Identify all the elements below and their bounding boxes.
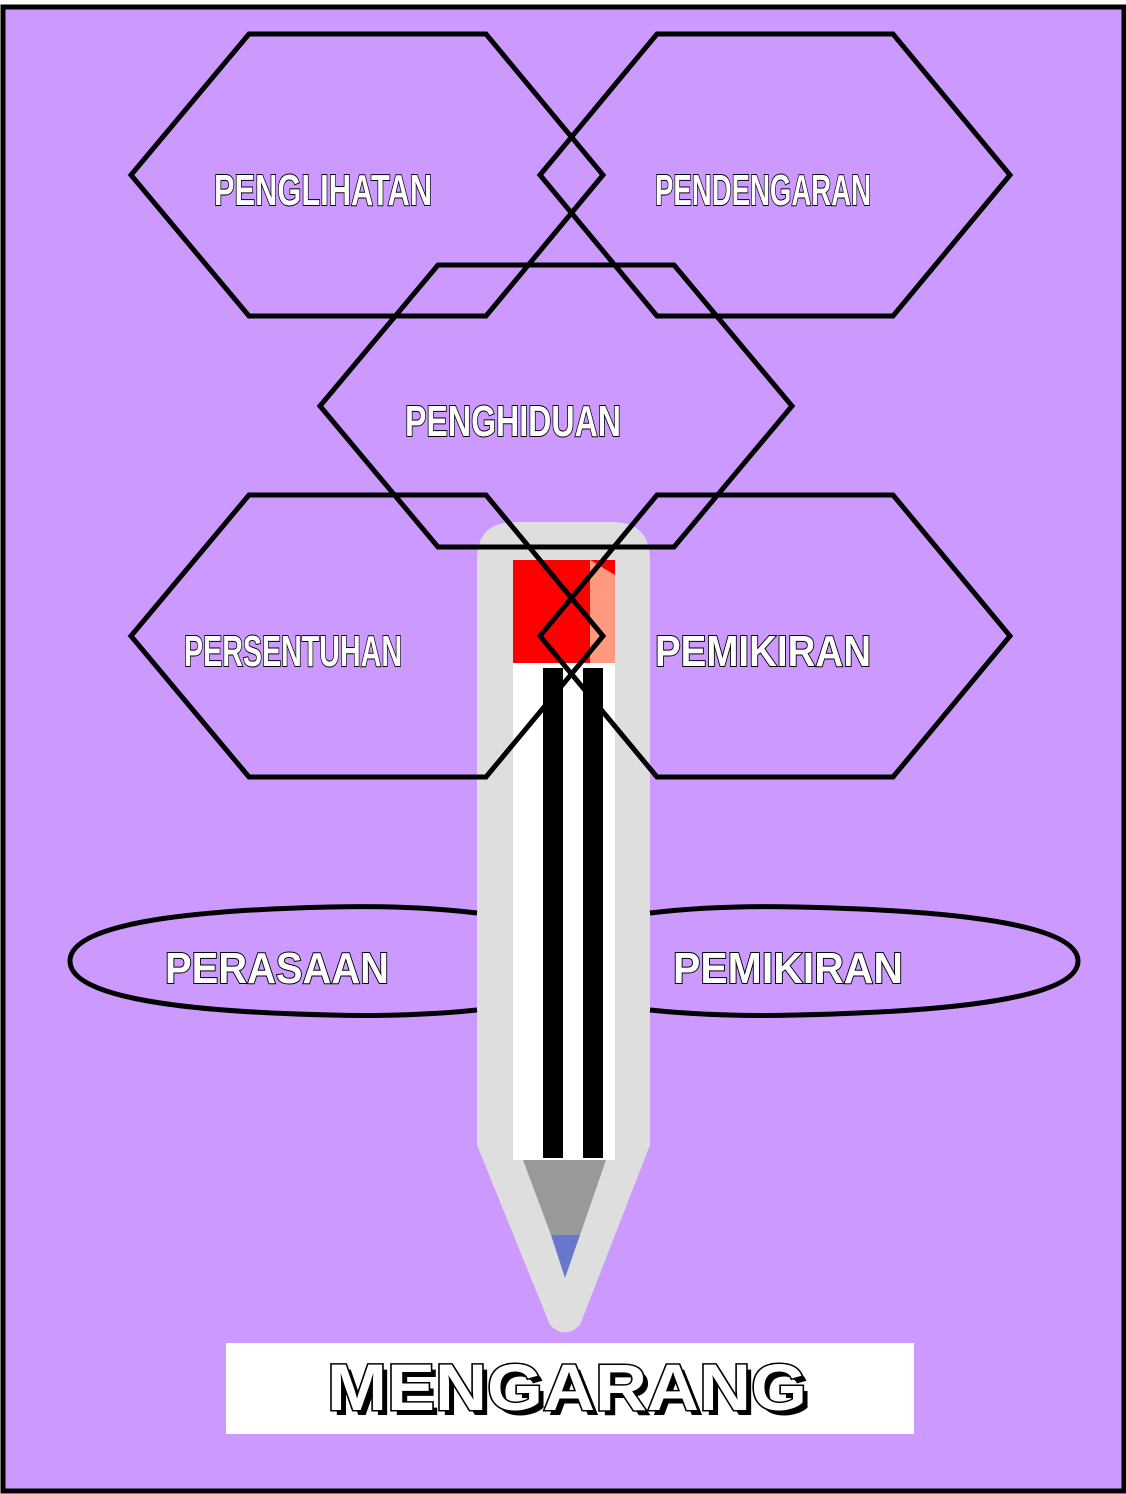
pencil-stripe	[583, 668, 603, 1158]
label-pendengaran: PENDENGARAN	[655, 166, 871, 215]
label-perasaan: PERASAAN	[165, 944, 389, 993]
label-pemikiran-hexagon: PEMIKIRAN	[655, 627, 871, 676]
pencil-stripe	[543, 668, 563, 1158]
title-text: MENGARANG	[327, 1350, 807, 1424]
label-penglihatan: PENGLIHATAN	[214, 166, 432, 215]
label-penghiduan: PENGHIDUAN	[405, 397, 621, 446]
label-pemikiran-ellipse: PEMIKIRAN	[673, 944, 903, 993]
label-persentuhan: PERSENTUHAN	[184, 627, 402, 676]
